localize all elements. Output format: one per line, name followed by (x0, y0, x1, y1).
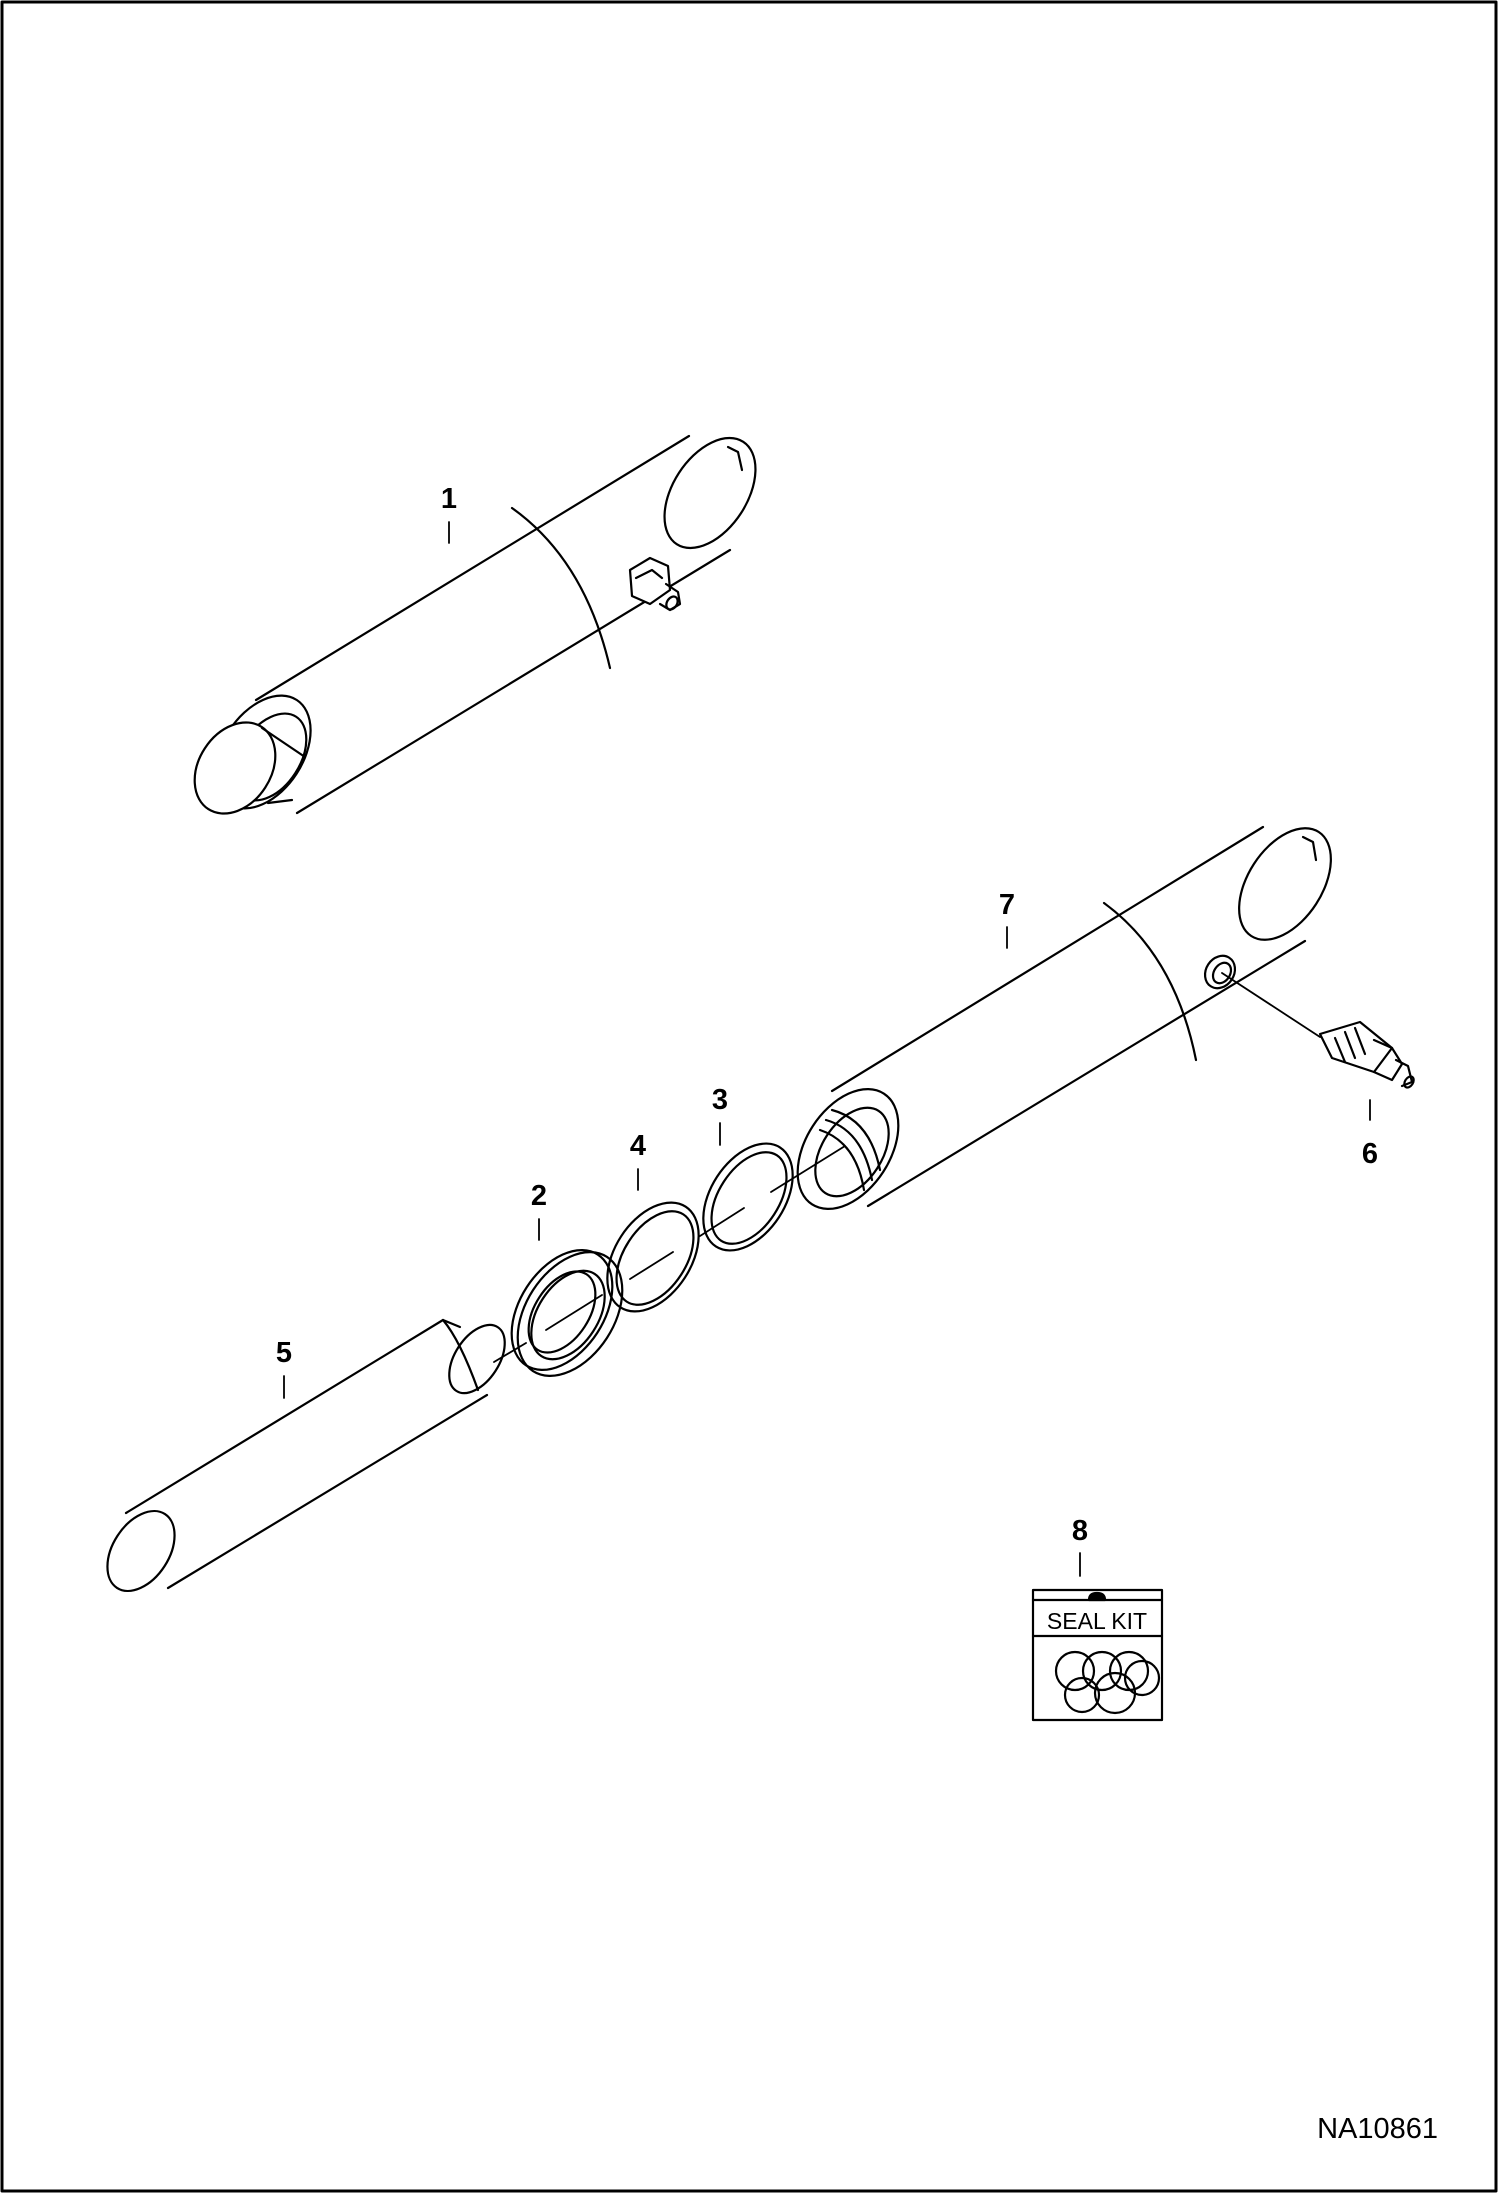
cylinder-barrel (796, 825, 1332, 1210)
o-ring-part-3 (702, 1142, 794, 1252)
callout-1: 1 (441, 483, 457, 515)
grease-fitting (1221, 972, 1415, 1089)
leader-lines (283, 521, 1371, 1577)
callout-2: 2 (531, 1180, 547, 1212)
drawing-id: NA10861 (1317, 2113, 1438, 2145)
callout-5: 5 (276, 1337, 292, 1369)
seal-kit-label: SEAL KIT (1047, 1608, 1147, 1634)
cylinder-assembly (193, 434, 757, 815)
callout-7: 7 (999, 889, 1015, 921)
callout-8: 8 (1072, 1515, 1088, 1547)
callout-6: 6 (1362, 1138, 1378, 1170)
callout-4: 4 (630, 1130, 646, 1162)
exploded-axis-line (493, 1145, 846, 1363)
piston-rod-part-5 (106, 1318, 506, 1593)
callout-3: 3 (712, 1084, 728, 1116)
seal-kit-package (1031, 1588, 1164, 1722)
hang-tab-icon (1087, 1591, 1107, 1602)
rod-seal-part-2 (510, 1249, 624, 1377)
